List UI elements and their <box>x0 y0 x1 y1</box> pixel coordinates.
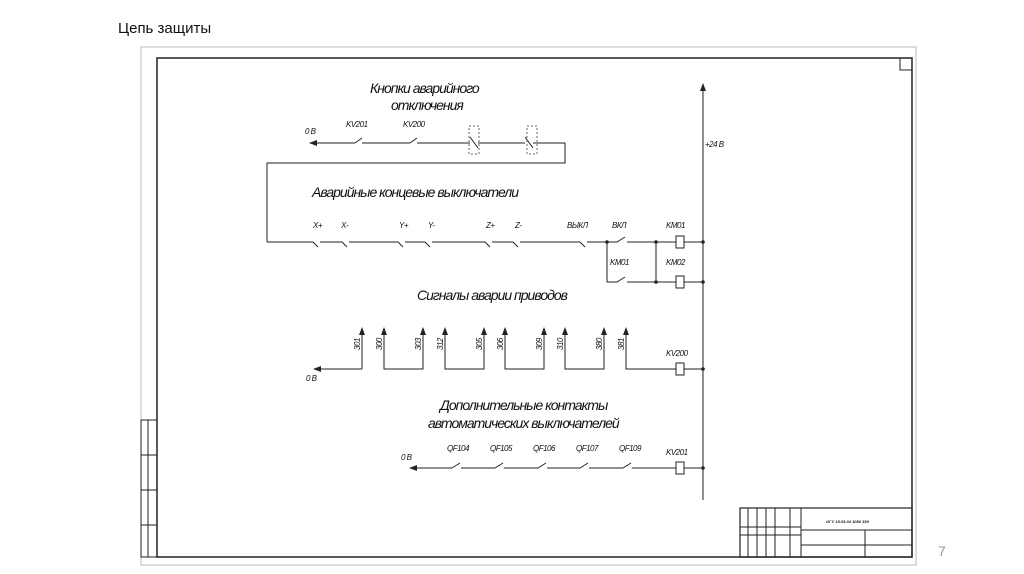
svg-text:312: 312 <box>436 337 445 350</box>
supply-label: +24 В <box>705 140 725 149</box>
svg-text:QF109: QF109 <box>619 444 642 453</box>
contact-kv200-label: KV200 <box>403 120 426 129</box>
svg-text:QF106: QF106 <box>533 444 556 453</box>
svg-text:X+: X+ <box>312 221 323 230</box>
slide-title: Цепь защиты <box>118 20 212 37</box>
svg-text:301: 301 <box>353 338 362 350</box>
section1-zero-label: 0 В <box>305 127 317 136</box>
svg-text:306: 306 <box>496 337 505 350</box>
coil-kv201 <box>675 461 685 475</box>
junction-dots <box>605 240 705 470</box>
svg-text:Z-: Z- <box>514 221 522 230</box>
title-block-designation: ОГУ 15.03.04 1080 339 <box>826 519 870 524</box>
page-number: 7 <box>938 543 946 559</box>
svg-text:QF107: QF107 <box>576 444 599 453</box>
svg-text:300: 300 <box>375 337 384 350</box>
svg-text:KM01: KM01 <box>666 221 685 230</box>
drawing-frame <box>140 46 917 566</box>
svg-text:Y+: Y+ <box>399 221 409 230</box>
svg-text:QF105: QF105 <box>490 444 513 453</box>
emergency-stop-buttons <box>469 136 534 149</box>
section1-title-line1: Кнопки аварийного <box>370 80 480 96</box>
svg-text:QF104: QF104 <box>447 444 470 453</box>
coil-km02 <box>675 275 685 289</box>
limit-switch-labels: X+ X- Y+ Y- Z+ Z- ВЫКЛ ВКЛ KM01 KM01 KM0… <box>312 221 686 267</box>
breaker-labels: QF104 QF105 QF106 QF107 QF109 <box>447 444 643 453</box>
section3-title: Сигналы аварии приводов <box>417 287 568 303</box>
svg-text:381: 381 <box>617 338 626 350</box>
svg-text:X-: X- <box>340 221 349 230</box>
svg-text:303: 303 <box>414 337 423 350</box>
svg-text:Y-: Y- <box>428 221 435 230</box>
svg-text:305: 305 <box>475 337 484 350</box>
section3-zero-label: 0 В <box>306 374 318 383</box>
svg-text:KM01: KM01 <box>610 258 629 267</box>
svg-text:310: 310 <box>556 337 565 350</box>
section4-title-line1: Дополнительные контакты <box>438 397 609 413</box>
title-block: ОГУ 15.03.04 1080 339 <box>739 507 913 558</box>
coil-km01 <box>675 235 685 249</box>
svg-text:ВКЛ: ВКЛ <box>612 221 627 230</box>
svg-text:380: 380 <box>595 337 604 350</box>
coil-kv200-label: KV200 <box>666 349 689 358</box>
coil-kv200 <box>675 362 685 376</box>
coil-kv201-label: KV201 <box>666 448 688 457</box>
svg-text:ВЫКЛ: ВЫКЛ <box>567 221 589 230</box>
contact-kv201-label: KV201 <box>346 120 368 129</box>
section1-title-line2: отключения <box>391 97 464 113</box>
svg-text:309: 309 <box>535 337 544 350</box>
section2-title: Аварийные концевые выключатели <box>311 184 519 200</box>
svg-text:Z+: Z+ <box>485 221 495 230</box>
svg-text:KM02: KM02 <box>666 258 686 267</box>
section4-zero-label: 0 В <box>401 453 413 462</box>
signal-labels: 301 300 303 312 305 306 309 310 380 381 <box>353 337 626 350</box>
section4-title-line2: автоматических выключателей <box>428 415 620 431</box>
